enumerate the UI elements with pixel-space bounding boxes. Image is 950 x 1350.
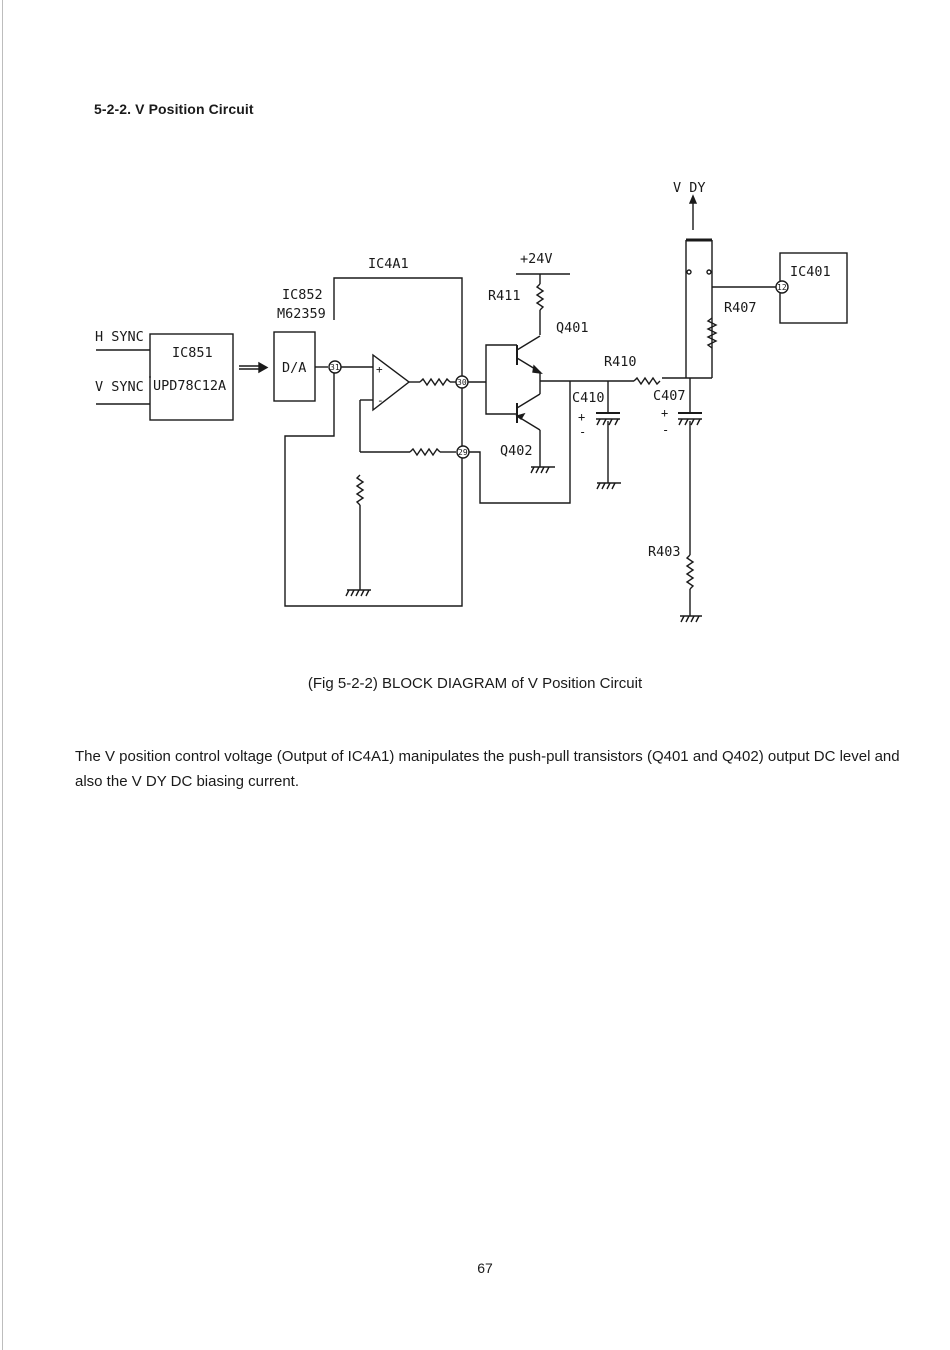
vdy-label: V DY — [673, 180, 706, 196]
ic852-label: IC852 — [282, 287, 323, 303]
da-label: D/A — [282, 360, 306, 376]
pin-29-label: 29 — [458, 448, 468, 457]
q401-label: Q401 — [556, 320, 589, 336]
c407-plus: + — [661, 406, 668, 420]
ic401-pin-12-label: 12 — [777, 283, 787, 292]
base-drive-wire — [485, 344, 517, 415]
ground-hatch-r403 — [680, 615, 700, 623]
opamp-triangle — [372, 353, 411, 412]
bus-arrow-head — [258, 361, 269, 374]
output-resistor — [419, 377, 451, 387]
r403-label: R403 — [648, 544, 681, 560]
vdy-arrow-head — [688, 194, 698, 204]
c407-hatch — [678, 418, 701, 426]
r407-label: R407 — [724, 300, 757, 316]
q402-collector — [516, 393, 541, 409]
hsync-label: H SYNC — [95, 329, 144, 345]
vdy-terminal-right — [706, 269, 712, 275]
page-edge-line — [2, 0, 3, 1350]
r411-resistor — [535, 283, 545, 311]
vsync-label: V SYNC — [95, 379, 144, 395]
ground-hatch-q402 — [530, 466, 550, 474]
page-number: 67 — [477, 1260, 493, 1276]
r410-resistor — [633, 376, 661, 386]
q402-arrow — [515, 412, 526, 421]
figure-caption: (Fig 5-2-2) BLOCK DIAGRAM of V Position … — [307, 675, 643, 692]
r407-resistor — [706, 317, 718, 349]
vdy-terminal-left — [686, 269, 692, 275]
ground-hatch-opamp — [345, 589, 370, 597]
body-paragraph: The V position control voltage (Output o… — [75, 748, 900, 790]
pin29-feedback-loop — [469, 381, 571, 504]
plus24v-label: +24V — [520, 251, 553, 267]
c410-plus: + — [578, 410, 585, 424]
feedback-resistor — [409, 447, 441, 457]
q401-collector — [516, 335, 541, 351]
c407-minus: - — [662, 423, 669, 437]
pin-30-label: 30 — [457, 378, 467, 387]
q402-label: Q402 — [500, 443, 533, 459]
ic401-pin-12-circle — [775, 280, 789, 294]
c410-minus: - — [579, 425, 586, 439]
block-diagram: V DY IC401 12 R407 IC4A1 IC852 M62359 D/… — [95, 180, 848, 623]
opamp-minus: - — [377, 394, 384, 407]
c407-label: C407 — [653, 388, 686, 404]
c410-label: C410 — [572, 390, 605, 406]
opamp-plus: + — [376, 363, 383, 376]
r403-resistor — [685, 554, 695, 590]
q401-arrow — [532, 364, 543, 374]
m62359-label: M62359 — [277, 306, 326, 322]
ground-hatch-c410 — [596, 482, 616, 490]
upd-label: UPD78C12A — [153, 378, 226, 394]
ground-resistor — [355, 474, 365, 506]
pin-31-label: 31 — [330, 363, 340, 372]
r410-label: R410 — [604, 354, 637, 370]
section-title: 5-2-2. V Position Circuit — [94, 101, 254, 117]
c410-hatch — [596, 418, 619, 426]
ic851-label: IC851 — [172, 345, 213, 361]
ic4a1-box — [284, 277, 463, 607]
r411-label: R411 — [488, 288, 521, 304]
ic4a1-label: IC4A1 — [368, 256, 409, 272]
ic401-label: IC401 — [790, 264, 831, 280]
